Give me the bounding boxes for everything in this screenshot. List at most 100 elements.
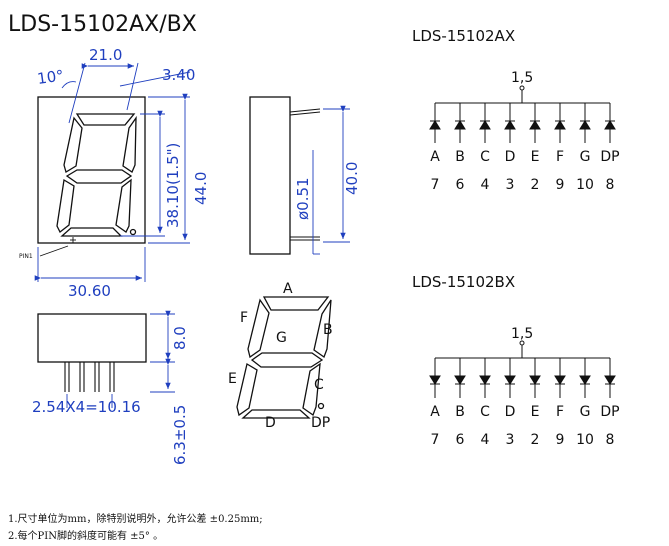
diode-symbol [554, 120, 566, 130]
common-terminal [519, 340, 525, 346]
segment-pin-label: D [505, 149, 516, 165]
circuit-ax-labels: A 7B 6C 4D 3E 2F 9G 10 DP 8 [430, 149, 619, 193]
segment-pin-label: B [455, 404, 465, 420]
bottom-dimensions [66, 310, 175, 408]
segment-pin-label: E [531, 149, 540, 165]
segment-label-d: D [265, 415, 276, 431]
pin1-label: PIN1 [19, 253, 33, 260]
diode-symbol [429, 120, 441, 130]
segment-pin-label: G [580, 404, 591, 420]
diode-symbol [554, 375, 566, 385]
segment-label-dp: DP [311, 415, 330, 431]
segment-label-b: B [323, 322, 333, 338]
pin-number: 6 [456, 177, 465, 193]
side-view [249, 96, 321, 255]
dim-body-height: 44.0 [192, 172, 210, 205]
circuit-ax-diodes [429, 85, 616, 143]
circuit-bx-title: LDS-15102BX [412, 273, 515, 291]
dim-angle: 10° [36, 66, 65, 88]
note-2: 2.每个PIN脚的斜度可能有 ±5° 。 [8, 531, 164, 542]
segment-pin-label: G [580, 149, 591, 165]
dim-pin-dia: ø0.51 [294, 177, 312, 220]
side-body-outline [249, 96, 291, 255]
pin-number: 7 [431, 432, 440, 448]
dim-top-width: 21.0 [89, 46, 122, 64]
segment-pin-label: A [430, 404, 440, 420]
pin-number: 6 [456, 432, 465, 448]
segment-pin-label: E [531, 404, 540, 420]
circuit-ax-common: 1,5 [511, 70, 533, 86]
pin-number: 4 [481, 432, 490, 448]
segment-pin-label: A [430, 149, 440, 165]
bottom-body-outline [37, 313, 147, 363]
pin-number: 8 [606, 177, 615, 193]
segment-pin-label: DP [600, 149, 619, 165]
pin-number: 2 [531, 177, 540, 193]
diode-symbol [429, 375, 441, 385]
circuit-bx-diodes [429, 340, 616, 398]
diode-symbol [529, 375, 541, 385]
circuit-bx-labels: A 7B 6C 4D 3E 2F 9G 10 DP 8 [430, 404, 619, 448]
dim-body-width: 30.60 [68, 282, 111, 300]
segment-dp-dot [317, 402, 325, 410]
page-title: LDS-15102AX/BX [8, 12, 197, 37]
segment-e-shape [236, 362, 258, 417]
dim-pin-length: 6.3±0.5 [171, 405, 189, 465]
diode-symbol [604, 375, 616, 385]
dim-segment-gap: 3.40 [162, 66, 195, 84]
diode-symbol [579, 375, 591, 385]
dim-bottom-height: 8.0 [171, 326, 189, 350]
segment-f-shape [247, 298, 270, 359]
segment-g-shape [250, 352, 324, 368]
front-dp-dot [129, 228, 137, 236]
segment-pin-label: D [505, 404, 516, 420]
dim-pin-pitch: 2.54X4=10.16 [32, 398, 141, 416]
pin-number: 2 [531, 432, 540, 448]
segment-pin-label: F [556, 149, 564, 165]
segment-pin-label: DP [600, 404, 619, 420]
circuit-ax-title: LDS-15102AX [412, 27, 515, 45]
front-digit-segments [56, 113, 137, 237]
pin-number: 8 [606, 432, 615, 448]
front-view [37, 96, 146, 257]
segment-label-a: A [283, 281, 293, 297]
pin-number: 4 [481, 177, 490, 193]
segment-pin-label: C [480, 149, 490, 165]
segment-label-c: C [314, 377, 324, 393]
front-body-outline [37, 96, 146, 244]
pin-number: 9 [556, 432, 565, 448]
segment-diagram [236, 296, 332, 419]
dim-digit-height: 38.10(1.5") [164, 143, 182, 228]
pin-number: 7 [431, 177, 440, 193]
common-terminal [519, 85, 525, 91]
circuit-bx-common: 1,5 [511, 326, 533, 342]
pin-number: 9 [556, 177, 565, 193]
note-1: 1.尺寸单位为mm，除特别说明外，允许公差 ±0.25mm; [8, 514, 263, 525]
segment-label-f: F [240, 310, 248, 326]
pin-number: 10 [576, 177, 594, 193]
segment-label-e: E [228, 371, 237, 387]
diode-symbol [579, 120, 591, 130]
diode-symbol [479, 120, 491, 130]
segment-label-g: G [276, 330, 287, 346]
pin-number: 3 [506, 432, 515, 448]
dim-side-height: 40.0 [343, 162, 361, 195]
side-dimensions [312, 105, 350, 255]
pin-number: 3 [506, 177, 515, 193]
segment-pin-label: B [455, 149, 465, 165]
diode-symbol [504, 375, 516, 385]
pin-number: 10 [576, 432, 594, 448]
diode-symbol [529, 120, 541, 130]
bottom-view [37, 313, 147, 392]
diode-symbol [504, 120, 516, 130]
segment-d-shape [241, 409, 311, 419]
segment-c-shape [302, 362, 321, 417]
segment-a-shape [262, 296, 330, 311]
segment-pin-label: C [480, 404, 490, 420]
segment-pin-label: F [556, 404, 564, 420]
front-dimensions [34, 62, 191, 282]
diode-symbol [479, 375, 491, 385]
diode-symbol [604, 120, 616, 130]
diode-symbol [454, 120, 466, 130]
